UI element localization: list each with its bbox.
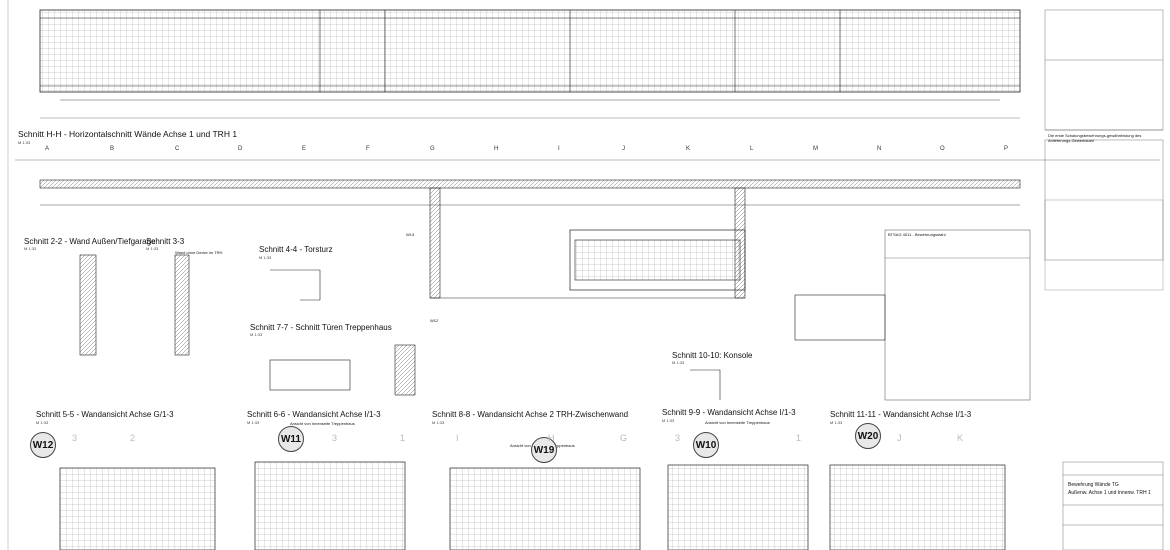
s66-scale: M 1:33 bbox=[247, 420, 260, 425]
axis-label-l: L bbox=[750, 146, 754, 152]
s1111-scale: M 1:33 bbox=[830, 420, 843, 425]
s33-scale: M 1:33 bbox=[146, 246, 159, 251]
axis-label-b: B bbox=[110, 146, 115, 152]
axis-label-o: O bbox=[940, 146, 945, 152]
detail-sections bbox=[79, 229, 1031, 401]
s22-title: Schnitt 2-2 - Wand Außen/Tiefgarage bbox=[24, 237, 156, 246]
axis-label-i: I bbox=[558, 146, 560, 152]
wall-tag-w11: W11 bbox=[278, 426, 304, 452]
s22-scale: M 1:33 bbox=[24, 246, 37, 251]
s66-note: Ansicht von Innenseite Treppenhaus bbox=[290, 421, 355, 426]
axis-label-f: F bbox=[366, 146, 370, 152]
wall-tag-w12: W12 bbox=[30, 432, 56, 458]
s1010-title: Schnitt 10-10: Konsole bbox=[672, 351, 753, 360]
wall-tag-w13: W13 bbox=[406, 232, 415, 237]
section-hh-title: Schnitt H-H - Horizontalschnitt Wände Ac… bbox=[18, 129, 238, 139]
s1010-scale: M 1:33 bbox=[672, 360, 685, 365]
axis-label-n: N bbox=[877, 146, 882, 152]
wall-tag-w20: W20 bbox=[855, 423, 881, 449]
title-block-lines bbox=[1062, 461, 1164, 550]
wall-tag-w19: W19 bbox=[531, 437, 557, 463]
elev-w10-grid-3: 3 bbox=[675, 433, 681, 443]
axis-label-a: A bbox=[45, 146, 50, 152]
s1111-title: Schnitt 11-11 - Wandansicht Achse I/1-3 bbox=[830, 410, 972, 419]
axis-label-p: P bbox=[1004, 146, 1009, 152]
axis-label-j: J bbox=[622, 146, 625, 152]
s44-scale: M 1:33 bbox=[259, 255, 272, 260]
section-hh-scale: M 1:33 bbox=[18, 140, 31, 145]
s55-scale: M 1:33 bbox=[36, 420, 49, 425]
elev-w20-grid-j: J bbox=[897, 433, 902, 443]
rebar-table-title: BTSAG 4011 - Bewehrungsstahl bbox=[888, 232, 946, 237]
s88-scale: M 1:33 bbox=[432, 420, 445, 425]
elev-w11-grid-1: 1 bbox=[400, 433, 406, 443]
s99-note: Ansicht von Innenseite Treppenhaus bbox=[705, 420, 770, 425]
s66-title: Schnitt 6-6 - Wandansicht Achse I/1-3 bbox=[247, 410, 381, 419]
elev-w19-grid-h: H bbox=[548, 433, 555, 443]
axis-label-h: H bbox=[494, 146, 499, 152]
s77-title: Schnitt 7-7 - Schnitt Türen Treppenhaus bbox=[250, 323, 392, 332]
s77-scale: M 1:33 bbox=[250, 332, 263, 337]
elev-w12-grid-2: 2 bbox=[130, 433, 136, 443]
s33-note: Wand ohne Decke im TRH bbox=[175, 250, 223, 255]
axis-label-e: E bbox=[302, 146, 307, 152]
elev-w20-grid-k: K bbox=[957, 433, 964, 443]
notes-panel bbox=[1044, 9, 1164, 291]
titleblock-subtitle: Außenw. Achse 1 und Innenw. TRH 1 bbox=[1068, 490, 1151, 496]
wall-tag-w12-plan: W12 bbox=[430, 318, 439, 323]
axis-label-g: G bbox=[430, 146, 435, 152]
s33-title: Schnitt 3-3 bbox=[146, 237, 185, 246]
s55-title: Schnitt 5-5 - Wandansicht Achse G/1-3 bbox=[36, 410, 174, 419]
s99-title: Schnitt 9-9 - Wandansicht Achse I/1-3 bbox=[662, 408, 796, 417]
wall-tag-w10: W10 bbox=[693, 432, 719, 458]
notes-header: Die erste Schalungsbewehrungs-gewährleis… bbox=[1048, 133, 1142, 143]
titleblock-title: Bewehrung Wände TG bbox=[1068, 482, 1119, 488]
elev-w19-grid-i: I bbox=[456, 433, 459, 443]
elev-w12-grid-3: 3 bbox=[72, 433, 78, 443]
elev-w10-grid-1: 1 bbox=[796, 433, 802, 443]
section-hh bbox=[15, 159, 1160, 299]
s88-title: Schnitt 8-8 - Wandansicht Achse 2 TRH-Zw… bbox=[432, 410, 629, 419]
elev-w11-grid-3: 3 bbox=[332, 433, 338, 443]
s99-scale: M 1:33 bbox=[662, 418, 675, 423]
axis-label-d: D bbox=[238, 146, 243, 152]
axis-label-c: C bbox=[175, 146, 180, 152]
s44-title: Schnitt 4-4 - Torsturz bbox=[259, 245, 333, 254]
axis-label-k: K bbox=[686, 146, 691, 152]
elev-w19-grid-g: G bbox=[620, 433, 628, 443]
elevations bbox=[59, 461, 1006, 550]
axis-label-m: M bbox=[813, 146, 818, 152]
top-plan bbox=[39, 9, 1021, 119]
